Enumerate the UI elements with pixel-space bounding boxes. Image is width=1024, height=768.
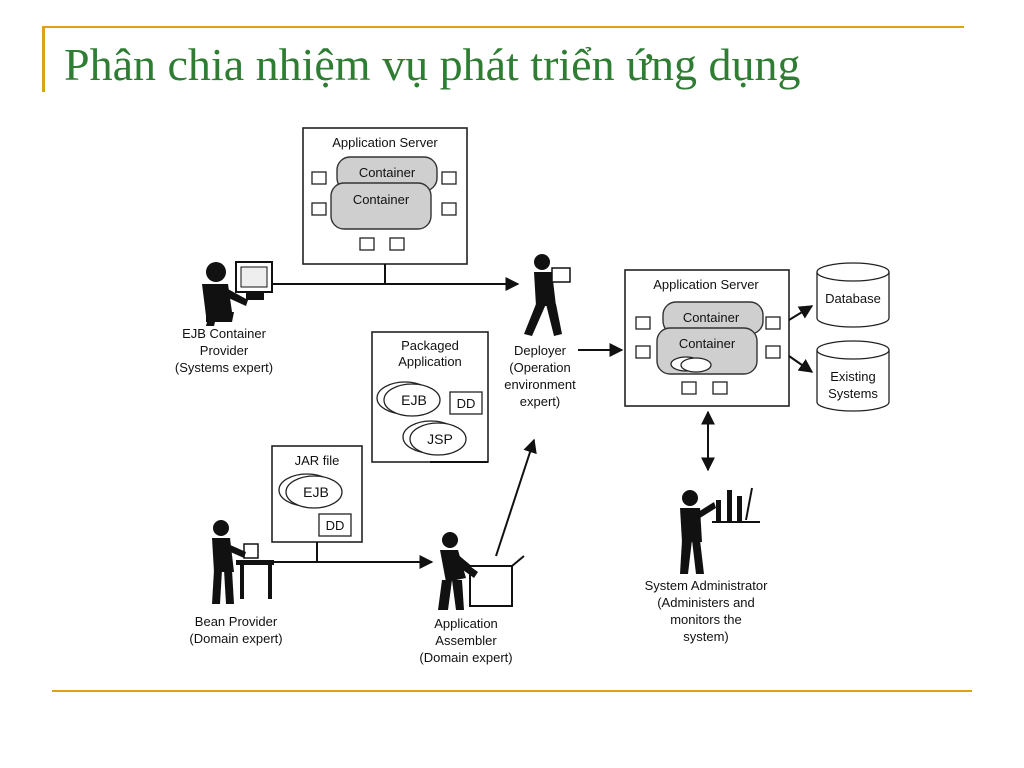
app-server-top: Application Server Container Container xyxy=(302,127,468,265)
container-top-back-label: Container xyxy=(359,165,416,180)
deployer-figure xyxy=(524,254,571,336)
container-provider-label-2: Provider xyxy=(200,343,249,358)
sysadmin-figure xyxy=(680,487,760,574)
packaged-dd-label: DD xyxy=(457,396,476,411)
jar-file: JAR file EJB DD xyxy=(271,445,363,543)
assembler-label-1: Application xyxy=(434,616,498,631)
database-cylinder: Database xyxy=(816,262,890,328)
container-right-back-label: Container xyxy=(683,310,740,325)
jar-ejb-label: EJB xyxy=(303,484,329,500)
container-provider-label-3: (Systems expert) xyxy=(175,360,273,375)
packaged-application: Packaged Application EJB DD JSP xyxy=(371,331,489,463)
bean-provider-figure xyxy=(212,520,274,604)
packaged-app-label-2: Application xyxy=(398,354,462,369)
title-rule xyxy=(42,26,964,28)
database-label: Database xyxy=(825,291,881,306)
container-provider-figure xyxy=(202,261,273,326)
packaged-app-label-1: Packaged xyxy=(401,338,459,353)
title-accent-bar xyxy=(42,26,45,92)
deployer-label-2: (Operation xyxy=(509,360,570,375)
sysadmin-label-3: monitors the xyxy=(670,612,742,627)
container-right-front-label: Container xyxy=(679,336,736,351)
bean-provider-label-2: (Domain expert) xyxy=(189,631,282,646)
existing-systems-cylinder: Existing Systems xyxy=(816,340,890,412)
existing-systems-label-1: Existing xyxy=(830,369,876,384)
jar-file-label: JAR file xyxy=(295,453,340,468)
container-provider-label-1: EJB Container xyxy=(182,326,266,341)
jar-dd-label: DD xyxy=(326,518,345,533)
app-server-right-label: Application Server xyxy=(653,277,759,292)
sysadmin-label-4: system) xyxy=(683,629,729,644)
connectors xyxy=(262,264,814,569)
container-top-front-label: Container xyxy=(353,192,410,207)
deployer-label-3: environment xyxy=(504,377,576,392)
assembler-figure xyxy=(438,532,525,610)
deployer-label-1: Deployer xyxy=(514,343,567,358)
app-server-top-label: Application Server xyxy=(332,135,438,150)
existing-systems-label-2: Systems xyxy=(828,386,878,401)
footer-rule xyxy=(52,690,972,692)
sysadmin-label-2: (Administers and xyxy=(657,595,755,610)
container-top-front xyxy=(330,182,432,230)
bean-provider-label-1: Bean Provider xyxy=(195,614,278,629)
slide-title: Phân chia nhiệm vụ phát triển ứng dụng xyxy=(64,39,801,90)
assembler-label-3: (Domain expert) xyxy=(419,650,512,665)
deployer-label-4: expert) xyxy=(520,394,560,409)
app-server-right: Application Server Container Container xyxy=(624,269,790,407)
packaged-ejb-label: EJB xyxy=(401,392,427,408)
role-labels: EJB Container Provider (Systems expert) … xyxy=(175,326,768,665)
packaged-jsp-label: JSP xyxy=(427,431,453,447)
assembler-label-2: Assembler xyxy=(435,633,497,648)
sysadmin-label-1: System Administrator xyxy=(645,578,768,593)
